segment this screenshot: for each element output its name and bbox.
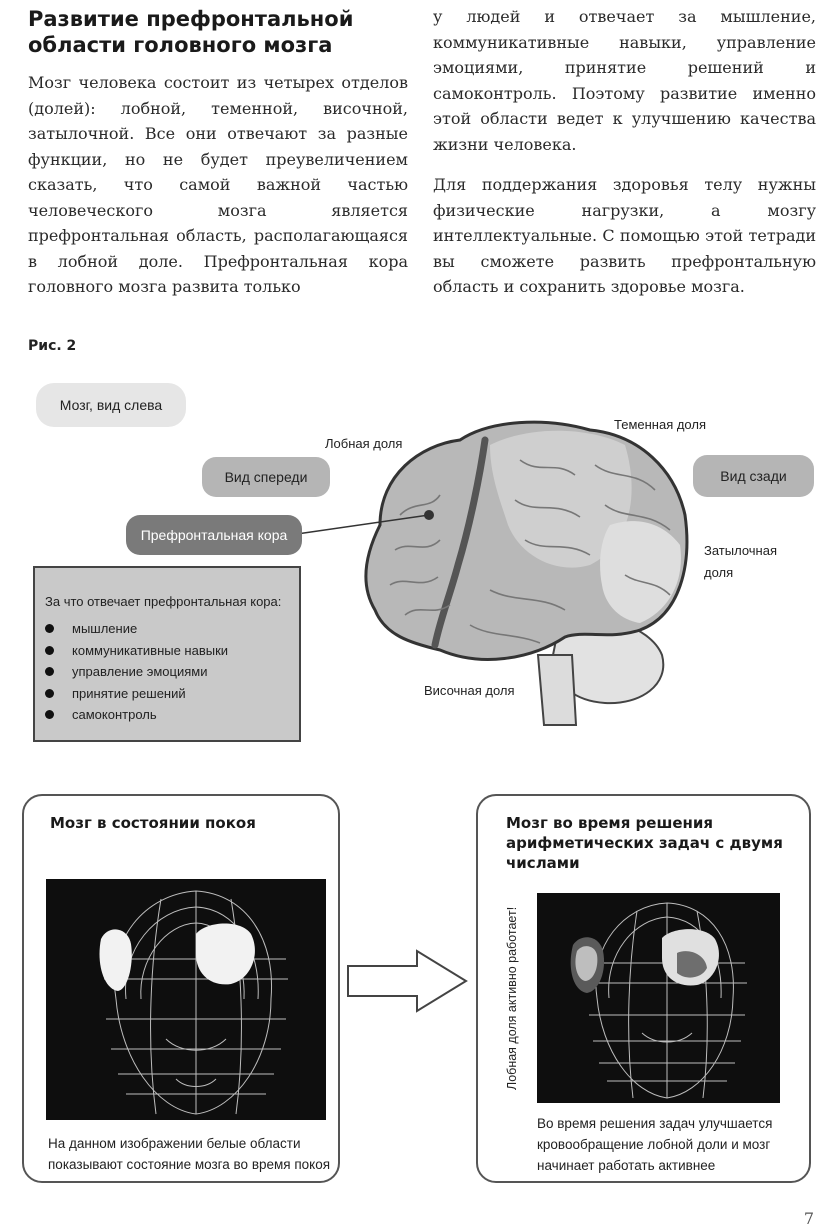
figure-label: Рис. 2 <box>28 338 77 354</box>
rest-head-scan-image <box>46 879 326 1120</box>
occipital-lobe-label-line1: Затылочная <box>704 543 777 558</box>
functions-box-title: За что отвечает префронтальная кора: <box>45 594 282 609</box>
list-item: самоконтроль <box>45 704 228 726</box>
bullet-icon <box>45 624 54 634</box>
active-card-title-line3: числами <box>506 854 580 872</box>
occipital-lobe-label-line2: доля <box>704 565 734 580</box>
bullet-icon <box>45 710 54 720</box>
bullet-icon <box>45 667 54 677</box>
left-paragraph: Мозг человека состоит из четырех отделов… <box>28 73 408 296</box>
prefrontal-functions-box: За что отвечает префронтальная кора: мыш… <box>33 566 301 742</box>
active-caption-line1: Во время решения задач улучшается <box>537 1116 773 1131</box>
right-paragraph-2: Для поддержания здоровья телу нужны физи… <box>433 175 816 296</box>
list-item: принятие решений <box>45 683 228 705</box>
bullet-icon <box>45 688 54 698</box>
rest-caption-line1: На данном изображении белые области <box>48 1136 301 1151</box>
bullet-icon <box>45 645 54 655</box>
active-head-scan-image <box>537 893 780 1103</box>
brain-illustration <box>364 420 689 726</box>
parietal-lobe-label: Теменная доля <box>614 417 707 432</box>
temporal-lobe-label: Височная доля <box>424 683 515 698</box>
active-caption-line2: кровообращение лобной доли и мозг <box>537 1137 771 1152</box>
view-left-label: Мозг, вид слева <box>36 383 186 427</box>
view-front-label: Вид спереди <box>202 457 330 497</box>
active-caption-line3: начинает работать активнее <box>537 1158 716 1173</box>
prefrontal-pointer-line <box>289 514 430 536</box>
right-arrow-icon <box>347 949 468 1013</box>
right-paragraph-1: у людей и отвечает за мышление, коммуник… <box>433 7 816 154</box>
active-card-title-line1: Мозг во время решения <box>506 814 714 832</box>
prefrontal-cortex-label: Префронтальная кора <box>126 515 302 555</box>
frontal-lobe-active-note: Лобная доля активно работает! <box>505 906 519 1090</box>
rest-caption-line2: показывают состояние мозга во время поко… <box>48 1157 331 1172</box>
view-back-label: Вид сзади <box>693 455 814 497</box>
active-card-title-line2: арифметических задач с двумя <box>506 834 783 852</box>
list-item: мышление <box>45 618 228 640</box>
page-heading: Развитие префронтальной области головног… <box>28 7 354 57</box>
rest-card-title: Мозг в состоянии покоя <box>50 814 256 832</box>
functions-list: мышление коммуникативные навыки управлен… <box>45 618 228 726</box>
list-item: коммуникативные навыки <box>45 640 228 662</box>
list-item: управление эмоциями <box>45 661 228 683</box>
frontal-lobe-label: Лобная доля <box>325 436 403 451</box>
page-number: 7 <box>803 1209 814 1228</box>
